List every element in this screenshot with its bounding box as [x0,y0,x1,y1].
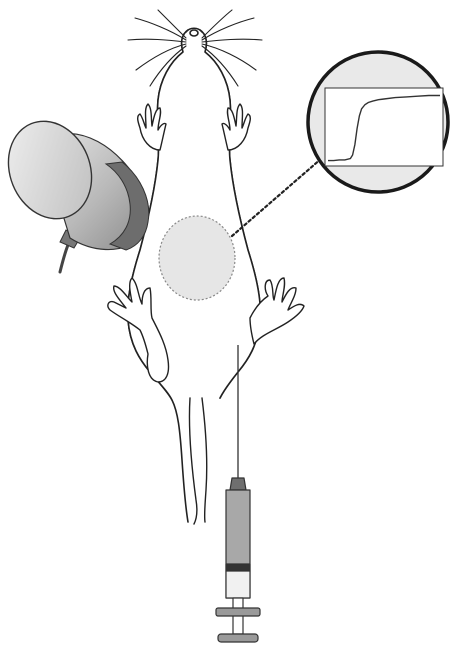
signal-inset [308,52,448,192]
syringe-hub [230,478,246,490]
imaging-detector [0,109,149,272]
syringe-thumb-press [218,634,258,642]
syringe-fluid-band [226,564,250,571]
syringe-empty-barrel [226,571,250,598]
syringe-finger-flange [216,608,260,616]
mouse-tail [189,398,196,524]
roi-to-inset-connector [232,158,322,236]
region-of-interest [159,216,235,300]
